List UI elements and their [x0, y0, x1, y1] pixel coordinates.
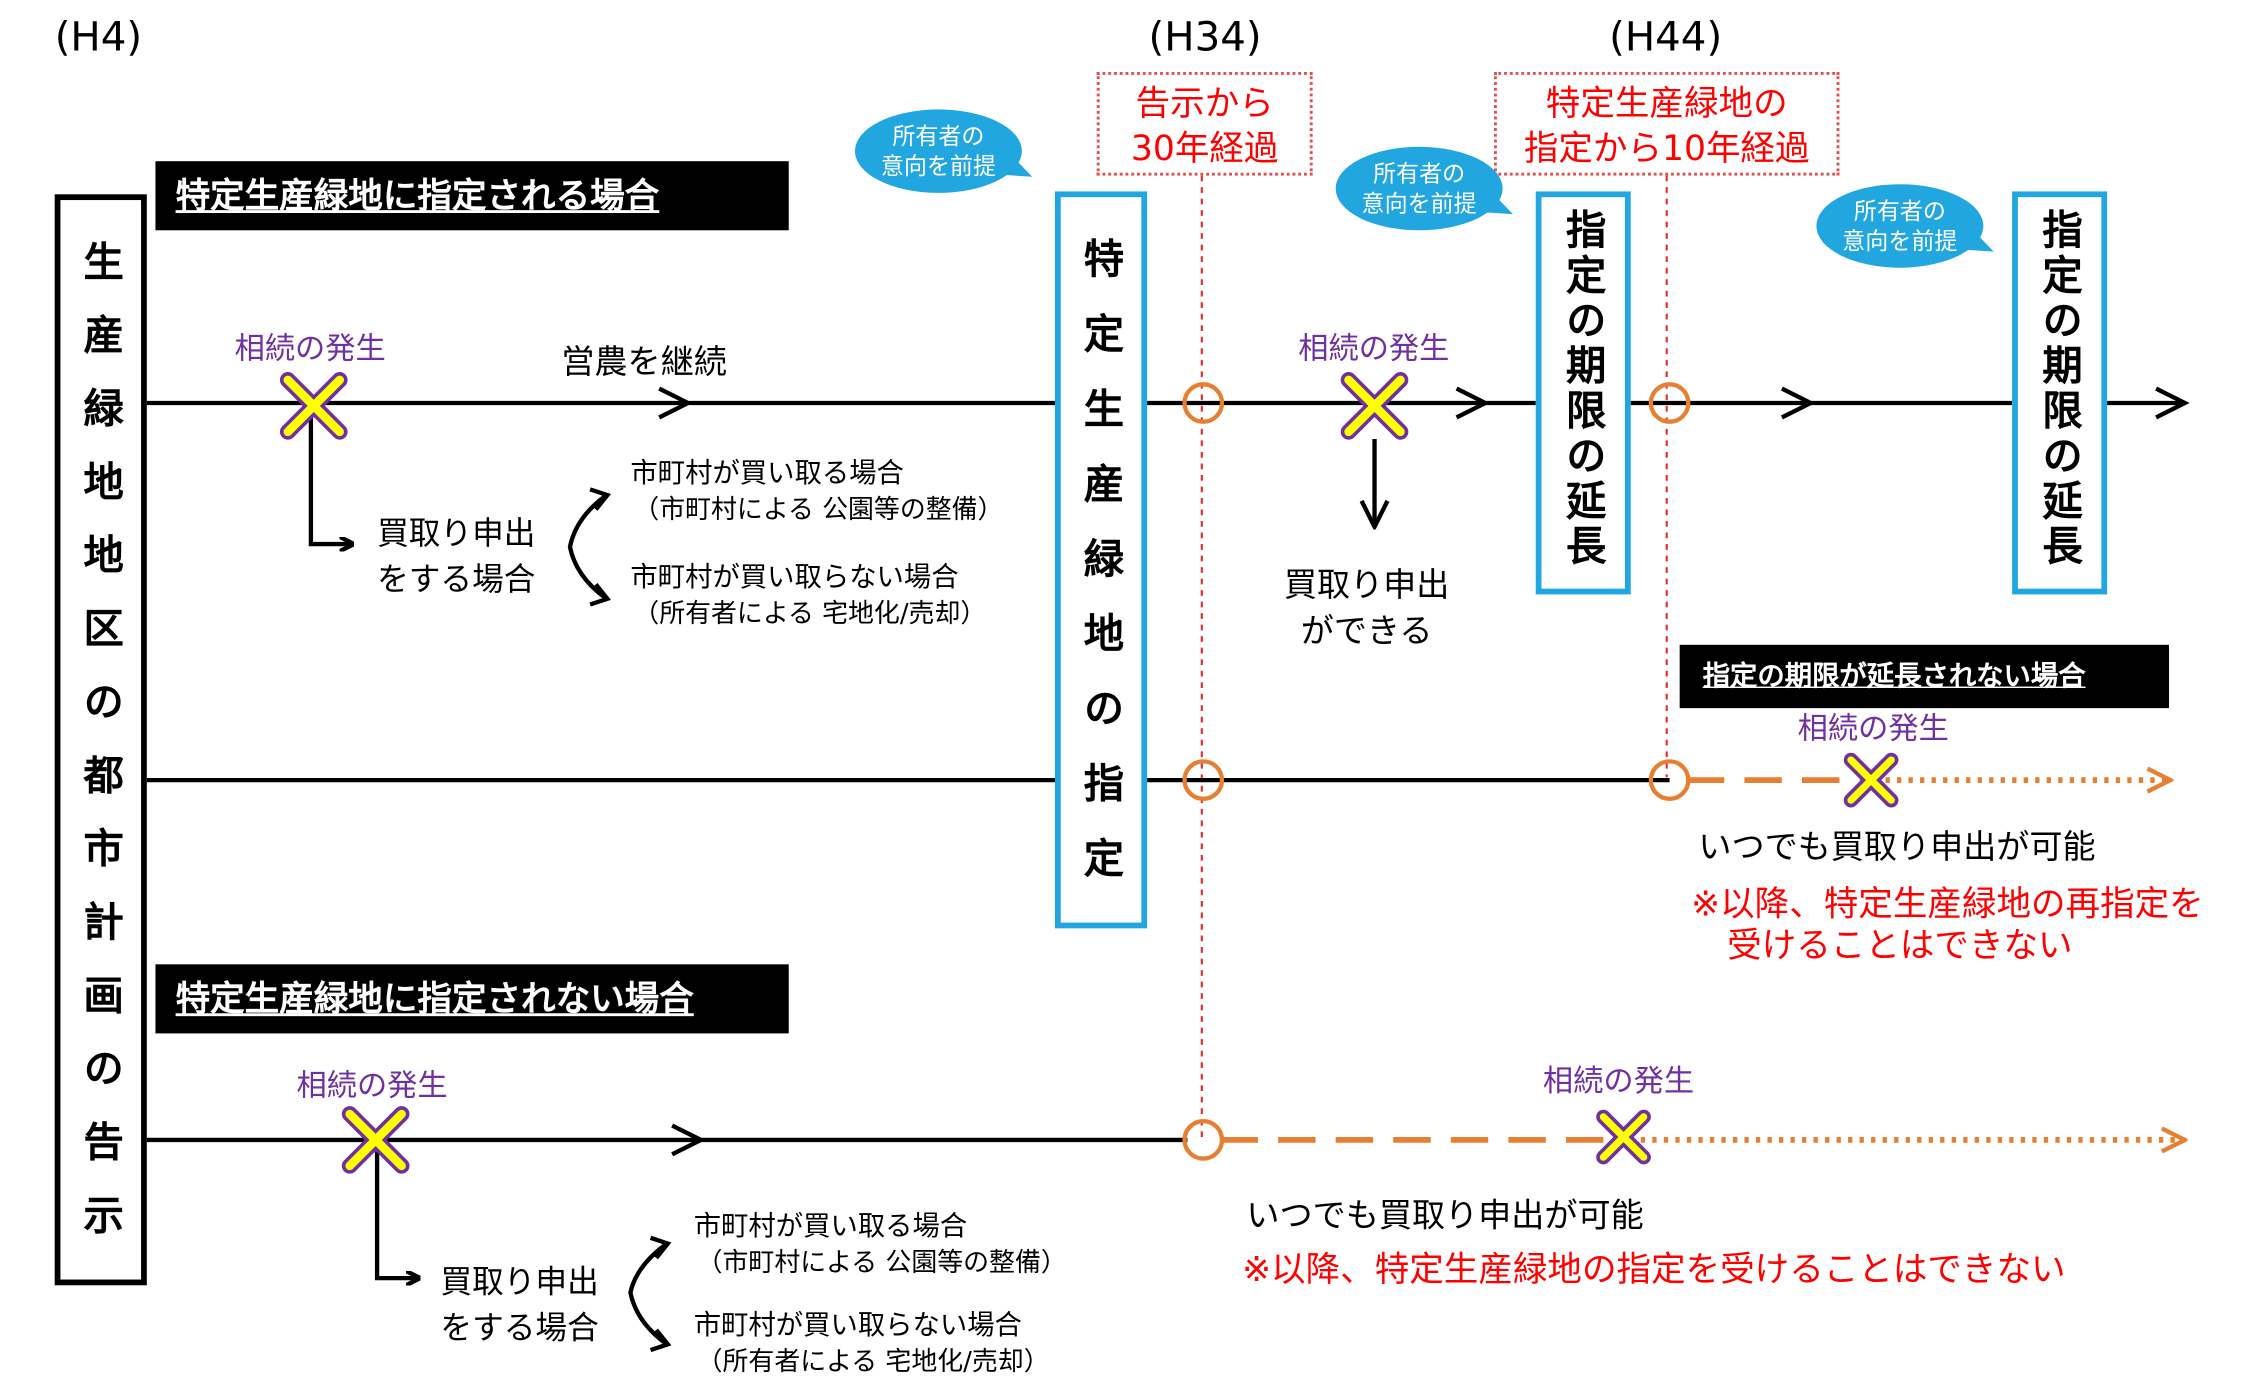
- extension-text-2: 指定の期限の延長: [2036, 208, 2085, 570]
- extension-box-2: 指定の期限の延長: [2012, 191, 2108, 595]
- muni-buys-label: 市町村が買い取る場合: [630, 457, 904, 490]
- milestone-circle: [1648, 382, 1691, 424]
- bubble-line1: 所有者の: [1853, 197, 1946, 225]
- purchase-request-line2: をする場合: [440, 1311, 599, 1348]
- can-request-line1: 買取り申出: [1283, 567, 1450, 605]
- banner-designated: 特定生産緑地に指定される場合: [155, 161, 789, 231]
- note-h34-line2: 30年経過: [1130, 128, 1279, 169]
- arrow-head-icon: [649, 1328, 672, 1353]
- bubble-line2: 意向を前提: [1361, 189, 1477, 218]
- purchase-request-label: 買取り申出 をする場合: [377, 512, 535, 604]
- banner-not-extended: 指定の期限が延長されない場合: [1679, 644, 2170, 709]
- bubble-line1: 所有者の: [892, 122, 985, 150]
- milestone-circle: [1182, 382, 1225, 424]
- inheritance-label: 相続の発生: [1542, 1063, 1695, 1099]
- arrow-head-icon: [2155, 386, 2190, 420]
- note-h44-line2: 指定から10年経過: [1523, 128, 1810, 169]
- era-label-h44: (H44): [1609, 12, 1723, 61]
- owner-intent-bubble: 所有者の意向を前提: [1335, 146, 1503, 231]
- era-label-h34: (H34): [1148, 12, 1262, 61]
- bubble-line1: 所有者の: [1373, 159, 1466, 188]
- muni-buys-note: （市町村による 公園等の整備）: [696, 1247, 1067, 1279]
- inheritance-cross-icon: [279, 372, 348, 440]
- note-h34: 告示から 30年経過: [1096, 71, 1313, 176]
- designation-box: 特定生産緑地の指定: [1055, 191, 1148, 929]
- continue-farming-label: 営農を継続: [561, 343, 727, 382]
- city-plan-notice-box: 生産緑地地区の都市計画の告示: [54, 194, 147, 1286]
- arrow-head-icon: [1780, 386, 1816, 420]
- owner-intent-bubble: 所有者の意向を前提: [854, 109, 1022, 193]
- designation-text: 特定生産緑地の指定: [1078, 237, 1126, 913]
- city-plan-notice-text: 生産緑地地区の都市計画の告示: [77, 240, 126, 1268]
- bubble-line2: 意向を前提: [1842, 227, 1958, 255]
- note-h44: 特定生産緑地の 指定から10年経過: [1493, 71, 1840, 176]
- banner-not-designated: 特定生産緑地に指定されない場合: [155, 964, 789, 1034]
- milestone-circle: [1648, 759, 1691, 801]
- bubble-line2: 意向を前提: [880, 152, 996, 180]
- milestone-circle: [1182, 759, 1225, 801]
- arrow-head-icon: [1455, 386, 1491, 420]
- can-request-label: 買取り申出 ができる: [1284, 563, 1450, 655]
- extension-text-1: 指定の期限の延長: [1560, 208, 1608, 570]
- inheritance-cross-icon: [341, 1106, 410, 1174]
- arrow-head-icon: [649, 1235, 672, 1260]
- purchase-request-line1: 買取り申出: [440, 1265, 599, 1302]
- arrow-head-icon: [589, 487, 612, 511]
- branch-arrow: [374, 1151, 417, 1278]
- arrow-head-icon: [671, 1123, 706, 1157]
- extension-box-1: 指定の期限の延長: [1535, 191, 1631, 595]
- purchase-request-line1: 買取り申出: [377, 516, 536, 553]
- purchase-request-line2: をする場合: [377, 562, 536, 599]
- inheritance-label: 相続の発生: [234, 331, 386, 366]
- muni-buys-label: 市町村が買い取る場合: [693, 1210, 968, 1243]
- milestone-circle: [1182, 1119, 1225, 1161]
- arrow-head-icon: [658, 386, 693, 420]
- owner-intent-bubble: 所有者の意向を前提: [1816, 184, 1984, 268]
- can-request-line2: ができる: [1300, 613, 1433, 651]
- anytime-request-label: いつでも買取り申出が可能: [1246, 1197, 1644, 1235]
- inheritance-cross-icon: [1340, 372, 1409, 440]
- muni-not-buy-label: 市町村が買い取らない場合: [630, 561, 959, 593]
- arrow-head-icon: [589, 583, 612, 607]
- era-label-h4: (H4): [54, 12, 143, 61]
- note-h44-line1: 特定生産緑地の: [1545, 83, 1788, 124]
- branch-arrow: [308, 417, 351, 544]
- muni-not-buy-label: 市町村が買い取らない場合: [693, 1309, 1022, 1342]
- muni-not-buy-note: （所有者による 宅地化/売却）: [633, 598, 987, 629]
- inheritance-label: 相続の発生: [296, 1067, 448, 1103]
- inheritance-cross-icon: [1596, 1109, 1651, 1165]
- no-redesignation-note-line1: ※以降、特定生産緑地の再指定を: [1691, 883, 2204, 925]
- inheritance-label: 相続の発生: [1797, 711, 1949, 746]
- no-redesignation-note-line2: 受けることはできない: [1727, 925, 2073, 966]
- purchase-request-label: 買取り申出 をする場合: [440, 1261, 598, 1353]
- no-designation-note: ※以降、特定生産緑地の指定を受けることはできない: [1242, 1249, 2066, 1290]
- inheritance-label: 相続の発生: [1298, 331, 1450, 366]
- inheritance-cross-icon: [1843, 752, 1899, 808]
- muni-not-buy-note: （所有者による 宅地化/売却）: [696, 1347, 1050, 1378]
- anytime-request-label: いつでも買取り申出が可能: [1698, 829, 2096, 867]
- fork-bracket: [628, 1243, 667, 1345]
- note-h34-line1: 告示から: [1135, 83, 1274, 124]
- fork-bracket: [567, 494, 606, 600]
- muni-buys-note: （市町村による 公園等の整備）: [633, 495, 1004, 526]
